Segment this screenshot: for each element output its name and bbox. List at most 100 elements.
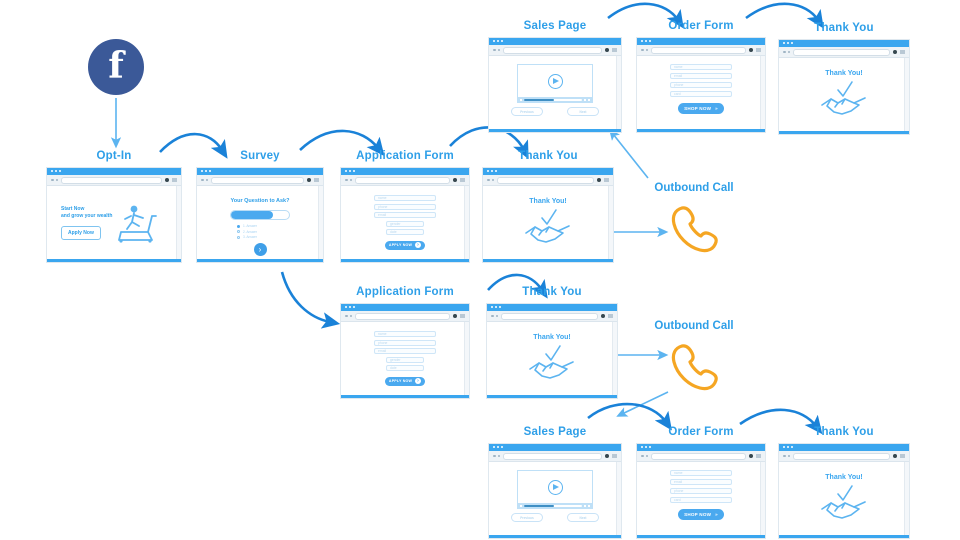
- scrollbar[interactable]: [464, 322, 469, 395]
- url-bar[interactable]: [61, 176, 162, 184]
- nav-buttons-icon[interactable]: [51, 178, 58, 182]
- field-name[interactable]: name: [374, 331, 436, 337]
- scrollbar[interactable]: [176, 186, 181, 259]
- gear-icon[interactable]: [307, 178, 311, 182]
- radio-icon[interactable]: [237, 230, 240, 233]
- field-card[interactable]: card: [670, 91, 732, 97]
- volume-icon[interactable]: [584, 98, 586, 101]
- nav-buttons-icon[interactable]: [487, 178, 494, 182]
- node-application-form-2[interactable]: Application Form name phone email gender…: [340, 286, 470, 399]
- answer-option[interactable]: 1. Answer: [237, 224, 283, 228]
- menu-icon[interactable]: [612, 454, 617, 458]
- nav-buttons-icon[interactable]: [491, 314, 498, 318]
- next-button[interactable]: Next: [567, 107, 599, 116]
- field-date[interactable]: date: [386, 229, 424, 235]
- node-optin[interactable]: Opt-In Start Now and grow your wealth Ap…: [46, 150, 182, 263]
- node-thank-you-top[interactable]: Thank You Thank You!: [778, 22, 910, 135]
- radio-icon[interactable]: [237, 224, 240, 228]
- node-application-form-1[interactable]: Application Form name phone email gender…: [340, 150, 470, 263]
- gear-icon[interactable]: [601, 314, 605, 318]
- field-phone[interactable]: phone: [670, 488, 732, 494]
- apply-now-button[interactable]: APPLY NOW ›: [384, 376, 426, 386]
- menu-icon[interactable]: [612, 48, 617, 52]
- scrollbar[interactable]: [760, 462, 765, 535]
- node-sales-page-bottom[interactable]: Sales Page: [488, 426, 622, 539]
- field-gender[interactable]: gender: [386, 356, 424, 363]
- node-order-form-bottom[interactable]: Order Form name email phone card SHOP NO…: [636, 426, 766, 539]
- next-button[interactable]: Next: [567, 513, 599, 522]
- field-phone[interactable]: phone: [374, 203, 436, 210]
- fullscreen-icon[interactable]: [588, 98, 590, 101]
- menu-icon[interactable]: [756, 48, 761, 52]
- nav-buttons-icon[interactable]: [345, 178, 352, 182]
- gear-icon[interactable]: [597, 178, 601, 182]
- shop-now-button[interactable]: SHOP NOW »: [678, 509, 724, 520]
- radio-icon[interactable]: [237, 235, 240, 239]
- play-small-icon[interactable]: [520, 98, 522, 101]
- previous-button[interactable]: Previous: [511, 513, 543, 522]
- url-bar[interactable]: [651, 452, 746, 460]
- scrollbar[interactable]: [464, 186, 469, 259]
- gear-icon[interactable]: [605, 454, 609, 458]
- menu-icon[interactable]: [900, 50, 905, 54]
- apply-now-button[interactable]: APPLY NOW ›: [384, 240, 426, 250]
- answer-option[interactable]: 3. Answer: [237, 235, 283, 239]
- video-screen[interactable]: [518, 65, 592, 97]
- nav-buttons-icon[interactable]: [493, 48, 500, 52]
- node-thank-you-mid2[interactable]: Thank You Thank You!: [486, 286, 618, 399]
- play-icon[interactable]: [547, 479, 563, 495]
- gear-icon[interactable]: [749, 454, 753, 458]
- field-email[interactable]: email: [670, 73, 732, 79]
- node-sales-page-top[interactable]: Sales Page: [488, 20, 622, 133]
- video-scrubber[interactable]: [518, 97, 592, 102]
- url-bar[interactable]: [793, 452, 890, 460]
- nav-buttons-icon[interactable]: [641, 454, 648, 458]
- menu-icon[interactable]: [608, 314, 613, 318]
- video-screen[interactable]: [518, 471, 592, 503]
- node-survey[interactable]: Survey Your Question to Ask? 1. Answer 2…: [196, 150, 324, 263]
- scrollbar[interactable]: [904, 58, 909, 131]
- nav-buttons-icon[interactable]: [641, 48, 648, 52]
- survey-next-button[interactable]: ›: [253, 243, 267, 256]
- video-progress-track[interactable]: [524, 504, 582, 507]
- field-card[interactable]: card: [670, 497, 732, 503]
- apply-now-button[interactable]: Apply Now: [61, 225, 101, 240]
- scrollbar[interactable]: [318, 186, 323, 259]
- gear-icon[interactable]: [453, 314, 457, 318]
- gear-icon[interactable]: [893, 50, 897, 54]
- nav-buttons-icon[interactable]: [201, 178, 208, 182]
- gear-icon[interactable]: [893, 454, 897, 458]
- nav-buttons-icon[interactable]: [493, 454, 500, 458]
- scrollbar[interactable]: [760, 56, 765, 129]
- nav-buttons-icon[interactable]: [783, 50, 790, 54]
- url-bar[interactable]: [211, 176, 304, 184]
- node-thank-you-mid[interactable]: Thank You Thank You!: [482, 150, 614, 263]
- field-email[interactable]: email: [374, 348, 436, 354]
- scrollbar[interactable]: [904, 462, 909, 535]
- field-email[interactable]: email: [374, 212, 436, 218]
- url-bar[interactable]: [497, 176, 594, 184]
- gear-icon[interactable]: [453, 178, 457, 182]
- node-order-form-top[interactable]: Order Form name email phone card SHOP NO…: [636, 20, 766, 133]
- field-name[interactable]: name: [670, 64, 732, 70]
- scrollbar[interactable]: [616, 56, 621, 129]
- gear-icon[interactable]: [749, 48, 753, 52]
- video-player[interactable]: [517, 470, 593, 509]
- scrollbar[interactable]: [616, 462, 621, 535]
- menu-icon[interactable]: [460, 178, 465, 182]
- nav-buttons-icon[interactable]: [783, 454, 790, 458]
- field-phone[interactable]: phone: [670, 82, 732, 88]
- menu-icon[interactable]: [460, 314, 465, 318]
- play-icon[interactable]: [547, 73, 563, 89]
- volume-icon[interactable]: [584, 504, 586, 507]
- scrollbar[interactable]: [608, 186, 613, 259]
- nav-buttons-icon[interactable]: [345, 314, 352, 318]
- scrollbar[interactable]: [612, 322, 617, 395]
- answer-option[interactable]: 2. Answer: [237, 230, 283, 234]
- url-bar[interactable]: [501, 312, 598, 320]
- menu-icon[interactable]: [172, 178, 177, 182]
- field-gender[interactable]: gender: [386, 220, 424, 227]
- video-scrubber[interactable]: [518, 503, 592, 508]
- menu-icon[interactable]: [900, 454, 905, 458]
- menu-icon[interactable]: [756, 454, 761, 458]
